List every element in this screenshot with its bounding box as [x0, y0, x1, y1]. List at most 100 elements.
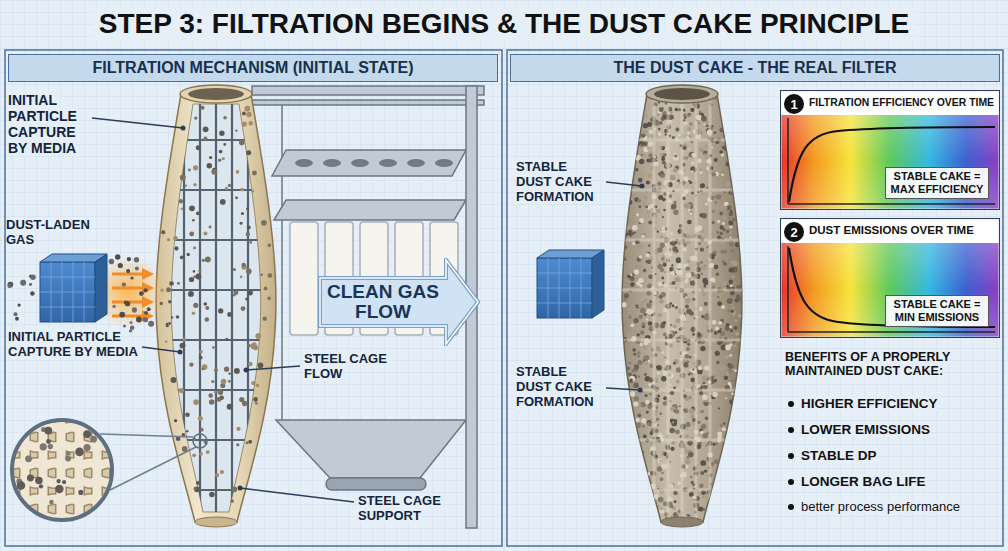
dust-cake	[690, 256, 695, 261]
baghouse-frame	[290, 222, 318, 335]
title-bar: STEP 3: FILTRATION BEGINS & THE DUST CAK…	[0, 6, 1008, 42]
dust-cake	[638, 375, 641, 378]
dust-cake	[683, 176, 688, 181]
dust-cake	[672, 421, 674, 423]
dust-cake	[729, 225, 732, 228]
dust-particle	[16, 427, 97, 504]
dust-cake	[675, 249, 678, 252]
dust-particle	[203, 126, 209, 132]
dust-particle	[193, 399, 199, 405]
dust-particle	[199, 350, 203, 354]
dust-cake	[714, 158, 718, 162]
dust-cake	[657, 395, 660, 398]
dust-cake	[630, 323, 634, 327]
dust-cake	[646, 411, 649, 414]
chart-title: DUST EMISSIONS OVER TIME	[809, 224, 974, 236]
dust-cake	[714, 426, 720, 432]
dust-cake	[658, 281, 663, 286]
dust-cake	[646, 180, 650, 184]
dust-cake	[697, 158, 701, 162]
dust-cake	[663, 321, 666, 324]
dust-particle	[189, 363, 193, 367]
dust-particle	[112, 305, 115, 308]
dust-cake	[628, 316, 631, 319]
dust-cake	[674, 500, 677, 503]
dust-particle	[20, 280, 26, 286]
dust-particle	[217, 397, 222, 402]
dust-cake	[637, 203, 640, 206]
dust-cake	[647, 122, 652, 127]
dust-cake	[673, 333, 675, 335]
dust-cake	[643, 147, 648, 152]
dust-cake	[721, 173, 724, 176]
leader-line	[178, 350, 183, 355]
baghouse-frame	[272, 150, 466, 176]
chart-plot	[787, 118, 789, 204]
dust-particle	[242, 121, 247, 126]
dust-particle	[180, 343, 186, 349]
dust-cake	[671, 264, 673, 266]
dust-cake	[637, 199, 641, 203]
dust-particle	[168, 322, 171, 325]
dust-cake	[686, 234, 691, 239]
dust-cake	[642, 326, 644, 328]
dust-cake	[648, 141, 654, 147]
dust-cake	[671, 204, 677, 210]
gas-inlet	[537, 250, 604, 318]
benefit-item: LONGER BAG LIFE	[785, 474, 999, 490]
dust-cake	[689, 181, 692, 184]
dust-particle	[134, 257, 139, 262]
dust-particle	[84, 444, 91, 451]
dust-particle	[253, 345, 258, 350]
dust-cake	[687, 113, 691, 117]
baghouse-frame	[281, 105, 283, 420]
dust-cake	[660, 477, 664, 481]
dust-particle	[231, 487, 237, 493]
dust-particle	[236, 443, 239, 446]
dust-cake	[690, 368, 694, 372]
dust-particle	[199, 356, 203, 360]
dust-cake	[629, 344, 633, 348]
dust-cake	[704, 470, 707, 473]
dust-particle	[203, 136, 207, 140]
dust-cake	[626, 294, 628, 296]
dust-cake	[731, 303, 733, 305]
dust-particle	[200, 428, 204, 432]
dust-particle	[244, 106, 250, 112]
chart-plot	[782, 115, 999, 209]
dust-cake	[639, 218, 644, 223]
dust-cake	[675, 108, 679, 112]
dust-cake	[720, 205, 725, 210]
dust-cake	[641, 154, 644, 157]
dust-particle	[147, 307, 151, 311]
callout-number: 1	[784, 94, 804, 114]
baghouse-frame	[351, 159, 369, 167]
dust-particle	[196, 145, 201, 150]
callout-label: STEEL CAGE FLOW	[304, 352, 404, 382]
dust-particle	[223, 143, 226, 146]
dust-cake	[728, 284, 732, 288]
dust-cake	[728, 221, 733, 226]
callout-number: 2	[790, 226, 797, 239]
dust-cake	[658, 262, 660, 264]
dust-particle	[246, 269, 252, 275]
leader-line	[240, 488, 354, 502]
dust-particle	[227, 404, 233, 410]
dust-cake	[689, 135, 692, 138]
dust-particle	[245, 298, 248, 301]
dust-cake	[669, 428, 675, 434]
dust-cake	[672, 281, 676, 285]
dust-cake	[698, 307, 703, 312]
dust-cake	[660, 235, 664, 239]
dust-cake	[724, 376, 728, 380]
steel-cage	[615, 339, 750, 342]
dust-cake	[712, 443, 715, 446]
dust-cake	[731, 392, 734, 395]
dust-cake	[685, 266, 690, 271]
dust-cake	[729, 325, 732, 328]
dust-cake	[686, 456, 689, 459]
dust-particle	[109, 259, 115, 265]
dust-particle	[168, 300, 171, 303]
dust-cake	[646, 210, 650, 214]
